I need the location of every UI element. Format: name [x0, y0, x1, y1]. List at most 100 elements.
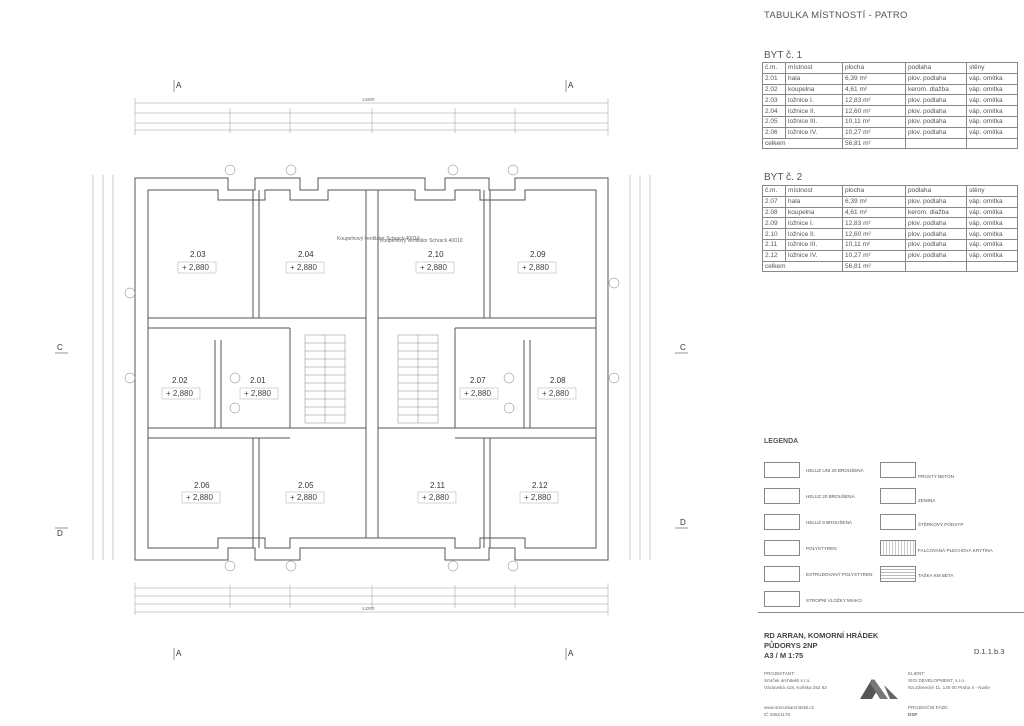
room-number: 2.09: [530, 250, 546, 259]
legend-swatch: [880, 540, 916, 556]
legend-swatch: [880, 462, 916, 478]
client-name: SIGI DEVELOPMENT, s.r.o.: [908, 678, 966, 683]
col-header-area: plocha: [842, 62, 906, 74]
legend-label: HELUZ UNI 25 BROUŠENÁ: [806, 468, 864, 473]
client-address: Na Zámecké 11, 140 00 Praha 4 - Nusle: [908, 685, 990, 690]
room-number: 2.12: [532, 481, 548, 490]
room-height: + 2,880: [290, 493, 317, 502]
col-header-area: plocha: [842, 185, 906, 197]
room-schedule-panel: TABULKA MÍSTNOSTÍ - PATRO BYT č. 1 č.m. …: [758, 0, 1024, 725]
designer-name: Smrček architekti s.r.o.: [764, 678, 811, 683]
legend-swatch: [880, 514, 916, 530]
legend-swatch: [764, 540, 800, 556]
schedule-title: TABULKA MÍSTNOSTÍ - PATRO: [764, 10, 908, 21]
room-height: + 2,880: [182, 263, 209, 272]
section-a-label-bottom: A: [176, 649, 182, 658]
overall-dimension-top: 14200: [362, 97, 375, 102]
designer-ic: IČ 04621178: [764, 712, 790, 717]
room-height: + 2,880: [290, 263, 317, 272]
room-height: + 2,880: [524, 493, 551, 502]
section-a-label: A: [176, 81, 182, 90]
section-a-label-bottom-right: A: [568, 649, 574, 658]
bath-note-right: Koupelnový ventilátor Schrack 40010: [380, 238, 463, 244]
designer-address: Václavská 418, Kolíska 252 63: [764, 685, 827, 690]
top-dimension-lines: [134, 98, 609, 135]
legend-swatch: [880, 488, 916, 504]
legend-label: ZEMINA: [918, 498, 936, 503]
legend-swatch: [764, 566, 800, 582]
room-number: 2.06: [194, 481, 210, 490]
apartment-2-heading: BYT č. 2: [764, 172, 803, 183]
col-header-num: č.m.: [762, 62, 786, 74]
col-header-num: č.m.: [762, 185, 786, 197]
legend-title: LEGENDA: [764, 438, 799, 445]
architect-logo-icon: [860, 679, 898, 699]
legend-swatch: [764, 591, 800, 607]
scale: A3 / M 1:75: [764, 651, 804, 660]
staircase-right: [397, 334, 439, 424]
legend-swatch: [764, 462, 800, 478]
col-header-floor: podlaha: [905, 62, 967, 74]
legend-label: PROSTÝ BETON: [918, 474, 954, 479]
bath-note-left: Koupelnový ventilátor Schrack 40010: [337, 236, 420, 242]
legend-swatch: [764, 488, 800, 504]
legend-label: TAŠKA KM BETA: [918, 573, 954, 578]
col-header-wall: stěny: [966, 62, 1018, 74]
designer-label: PROJEKTANT:: [764, 671, 795, 676]
legend-label: STROPNÍ VLOŽKY MIAKO: [806, 598, 862, 603]
room-number: 2.02: [172, 376, 188, 385]
room-height: + 2,880: [422, 493, 449, 502]
legend-label: EXTRUDOVANÝ POLYSTYREN: [806, 572, 873, 577]
overall-dimension-bottom: 14200: [362, 606, 375, 611]
section-d-label-right: D: [680, 518, 686, 527]
section-a-label-right: A: [568, 81, 574, 90]
room-height: + 2,880: [186, 493, 213, 502]
legend-label: HELUZ 20 BROUŠENÁ: [806, 494, 855, 499]
bottom-dimension-lines: [134, 583, 609, 615]
col-header-name: místnost: [785, 62, 843, 74]
room-height: + 2,880: [420, 263, 447, 272]
room-height: + 2,880: [464, 389, 491, 398]
room-number: 2.08: [550, 376, 566, 385]
legend-label: ŠTĚRKOVÝ PODSYP: [918, 522, 964, 527]
section-markers: [55, 80, 688, 660]
side-dimension-lines: [92, 175, 651, 560]
section-d-label: D: [57, 529, 63, 538]
room-height: + 2,880: [244, 389, 271, 398]
room-number: 2.10: [428, 250, 444, 259]
room-labels: 2.03 + 2,880 2.04 + 2,880 2.10 + 2,880 2…: [161, 250, 577, 504]
building-walls: [134, 177, 609, 561]
window-tags: [124, 164, 620, 572]
room-number: 2.07: [470, 376, 486, 385]
section-c-label: C: [57, 343, 63, 352]
col-header-wall: stěny: [966, 185, 1018, 197]
phase-value: DSP: [908, 712, 918, 717]
project-title: RD ARRAN, KOMORNÍ HRÁDEK: [764, 631, 879, 640]
room-number: 2.03: [190, 250, 206, 259]
legend-swatch: [880, 566, 916, 582]
floor-plan: 14200 14200 A A A A C C D D: [55, 80, 688, 660]
col-header-floor: podlaha: [905, 185, 967, 197]
room-number: 2.04: [298, 250, 314, 259]
legend-label: HELUZ 8 BROUŠENÁ: [806, 520, 852, 525]
sheet-name: PŮDORYS 2NP: [764, 641, 818, 650]
legend-swatch: [764, 514, 800, 530]
room-number: 2.05: [298, 481, 314, 490]
room-number: 2.11: [430, 481, 446, 490]
staircase-left: [304, 334, 346, 424]
designer-web: www.smrcekarchitekti.cz: [764, 705, 815, 710]
room-height: + 2,880: [166, 389, 193, 398]
